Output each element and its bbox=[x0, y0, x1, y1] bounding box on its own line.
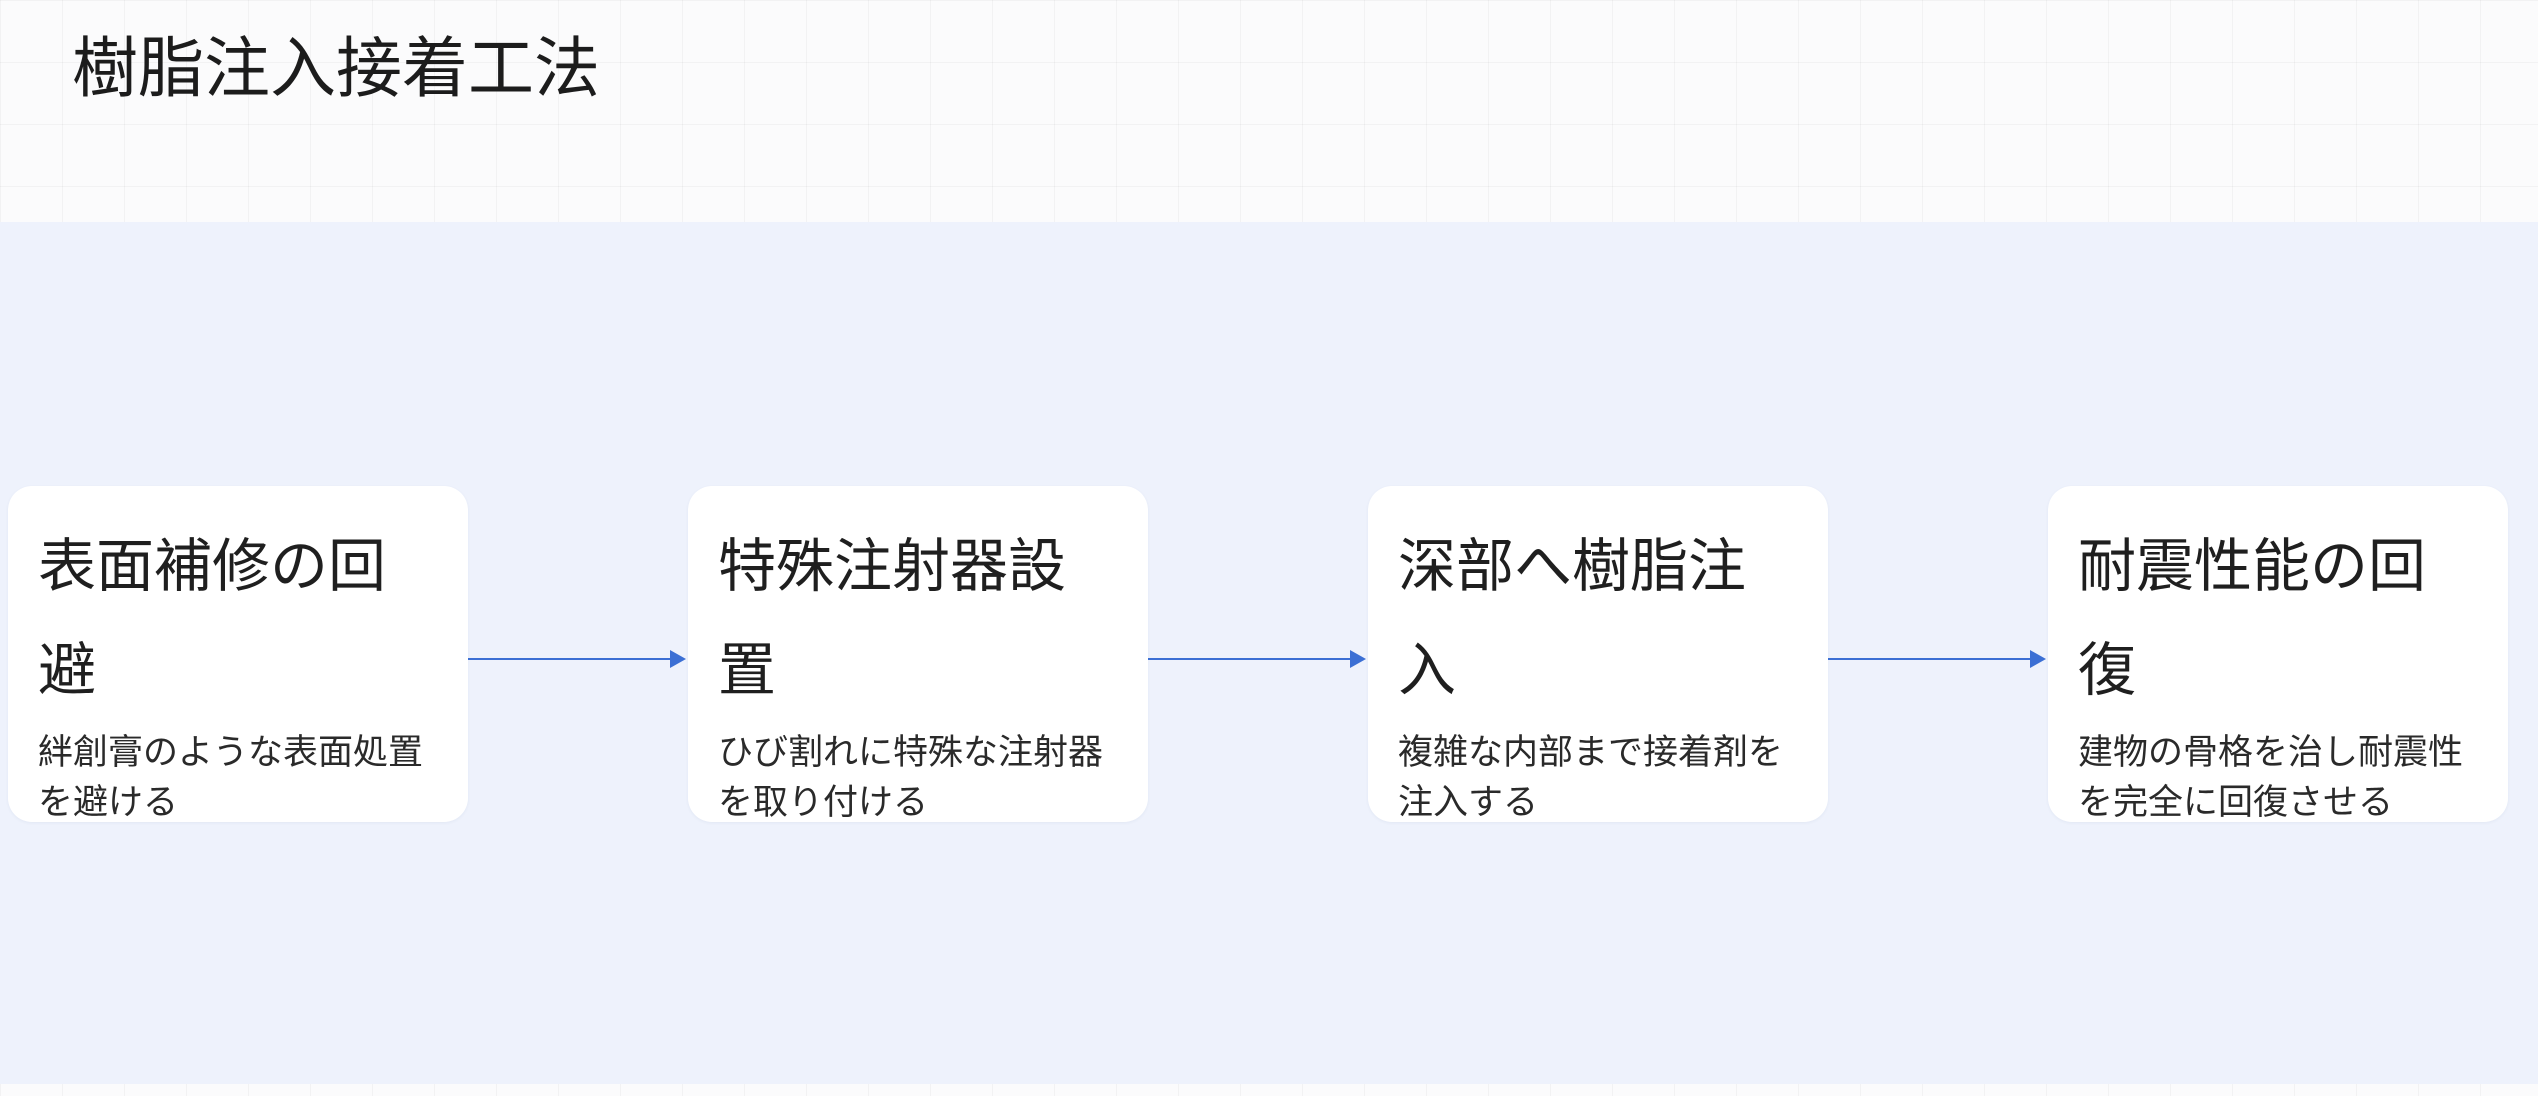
step-description: 複雑な内部まで接着剤を注入する bbox=[1398, 733, 1784, 823]
arrow-right-icon bbox=[1828, 649, 2046, 669]
arrow-right-icon bbox=[1148, 649, 1366, 669]
arrow-head bbox=[2030, 650, 2046, 668]
process-flow: 表面補修の回避 絆創膏のような表面処置を避ける 特殊注射器設置 ひび割れに特殊な… bbox=[0, 222, 2538, 1084]
step-title: 特殊注射器設置 bbox=[718, 532, 1067, 704]
step-title: 表面補修の回避 bbox=[38, 532, 387, 704]
step-card-4: 耐震性能の回復 建物の骨格を治し耐震性を完全に回復させる bbox=[2048, 486, 2508, 823]
arrow-right-icon bbox=[468, 649, 686, 669]
arrow-head bbox=[1350, 650, 1366, 668]
step-card-3: 深部へ樹脂注入 複雑な内部まで接着剤を注入する bbox=[1368, 486, 1828, 823]
arrow-line bbox=[468, 658, 672, 660]
arrow-line bbox=[1148, 658, 1352, 660]
arrow-line bbox=[1828, 658, 2032, 660]
page-title: 樹脂注入接着工法 bbox=[72, 30, 600, 107]
step-description: 建物の骨格を治し耐震性を完全に回復させる bbox=[2078, 733, 2464, 823]
arrow-head bbox=[670, 650, 686, 668]
step-card-2: 特殊注射器設置 ひび割れに特殊な注射器を取り付ける bbox=[688, 486, 1148, 823]
step-description: ひび割れに特殊な注射器を取り付ける bbox=[718, 733, 1104, 823]
step-title: 耐震性能の回復 bbox=[2078, 532, 2427, 704]
step-description: 絆創膏のような表面処置を避ける bbox=[38, 733, 424, 823]
step-card-1: 表面補修の回避 絆創膏のような表面処置を避ける bbox=[8, 486, 468, 823]
step-title: 深部へ樹脂注入 bbox=[1398, 532, 1747, 704]
